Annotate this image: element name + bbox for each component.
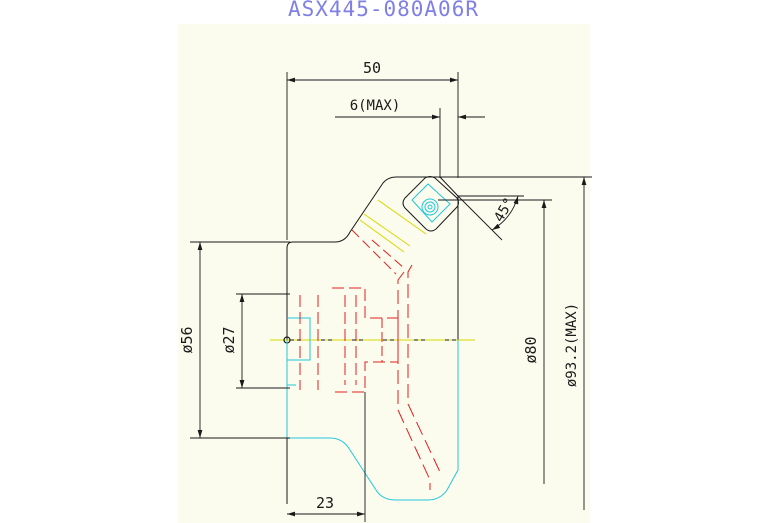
hidden-lines — [299, 264, 441, 490]
dim-bore-diameter: ø27 — [220, 326, 238, 353]
lower-outline — [286, 317, 459, 501]
dim-depth-of-cut: 6(MAX) — [350, 98, 401, 114]
pocket-lines — [351, 199, 427, 275]
drawing-sheet — [178, 24, 590, 523]
dim-cutter-diameter: ø80 — [522, 336, 540, 363]
dim-max-diameter: ø93.2(MAX) — [564, 303, 580, 387]
dim-approach-angle: 45° — [491, 195, 518, 225]
dim-overall-length: 50 — [363, 59, 381, 77]
dim-hub-diameter: ø56 — [178, 326, 196, 353]
drawing-title: ASX445-080A06R — [287, 0, 479, 21]
dim-hub-length: 23 — [316, 494, 334, 512]
dimension-lines — [190, 72, 592, 522]
insert — [402, 176, 459, 232]
